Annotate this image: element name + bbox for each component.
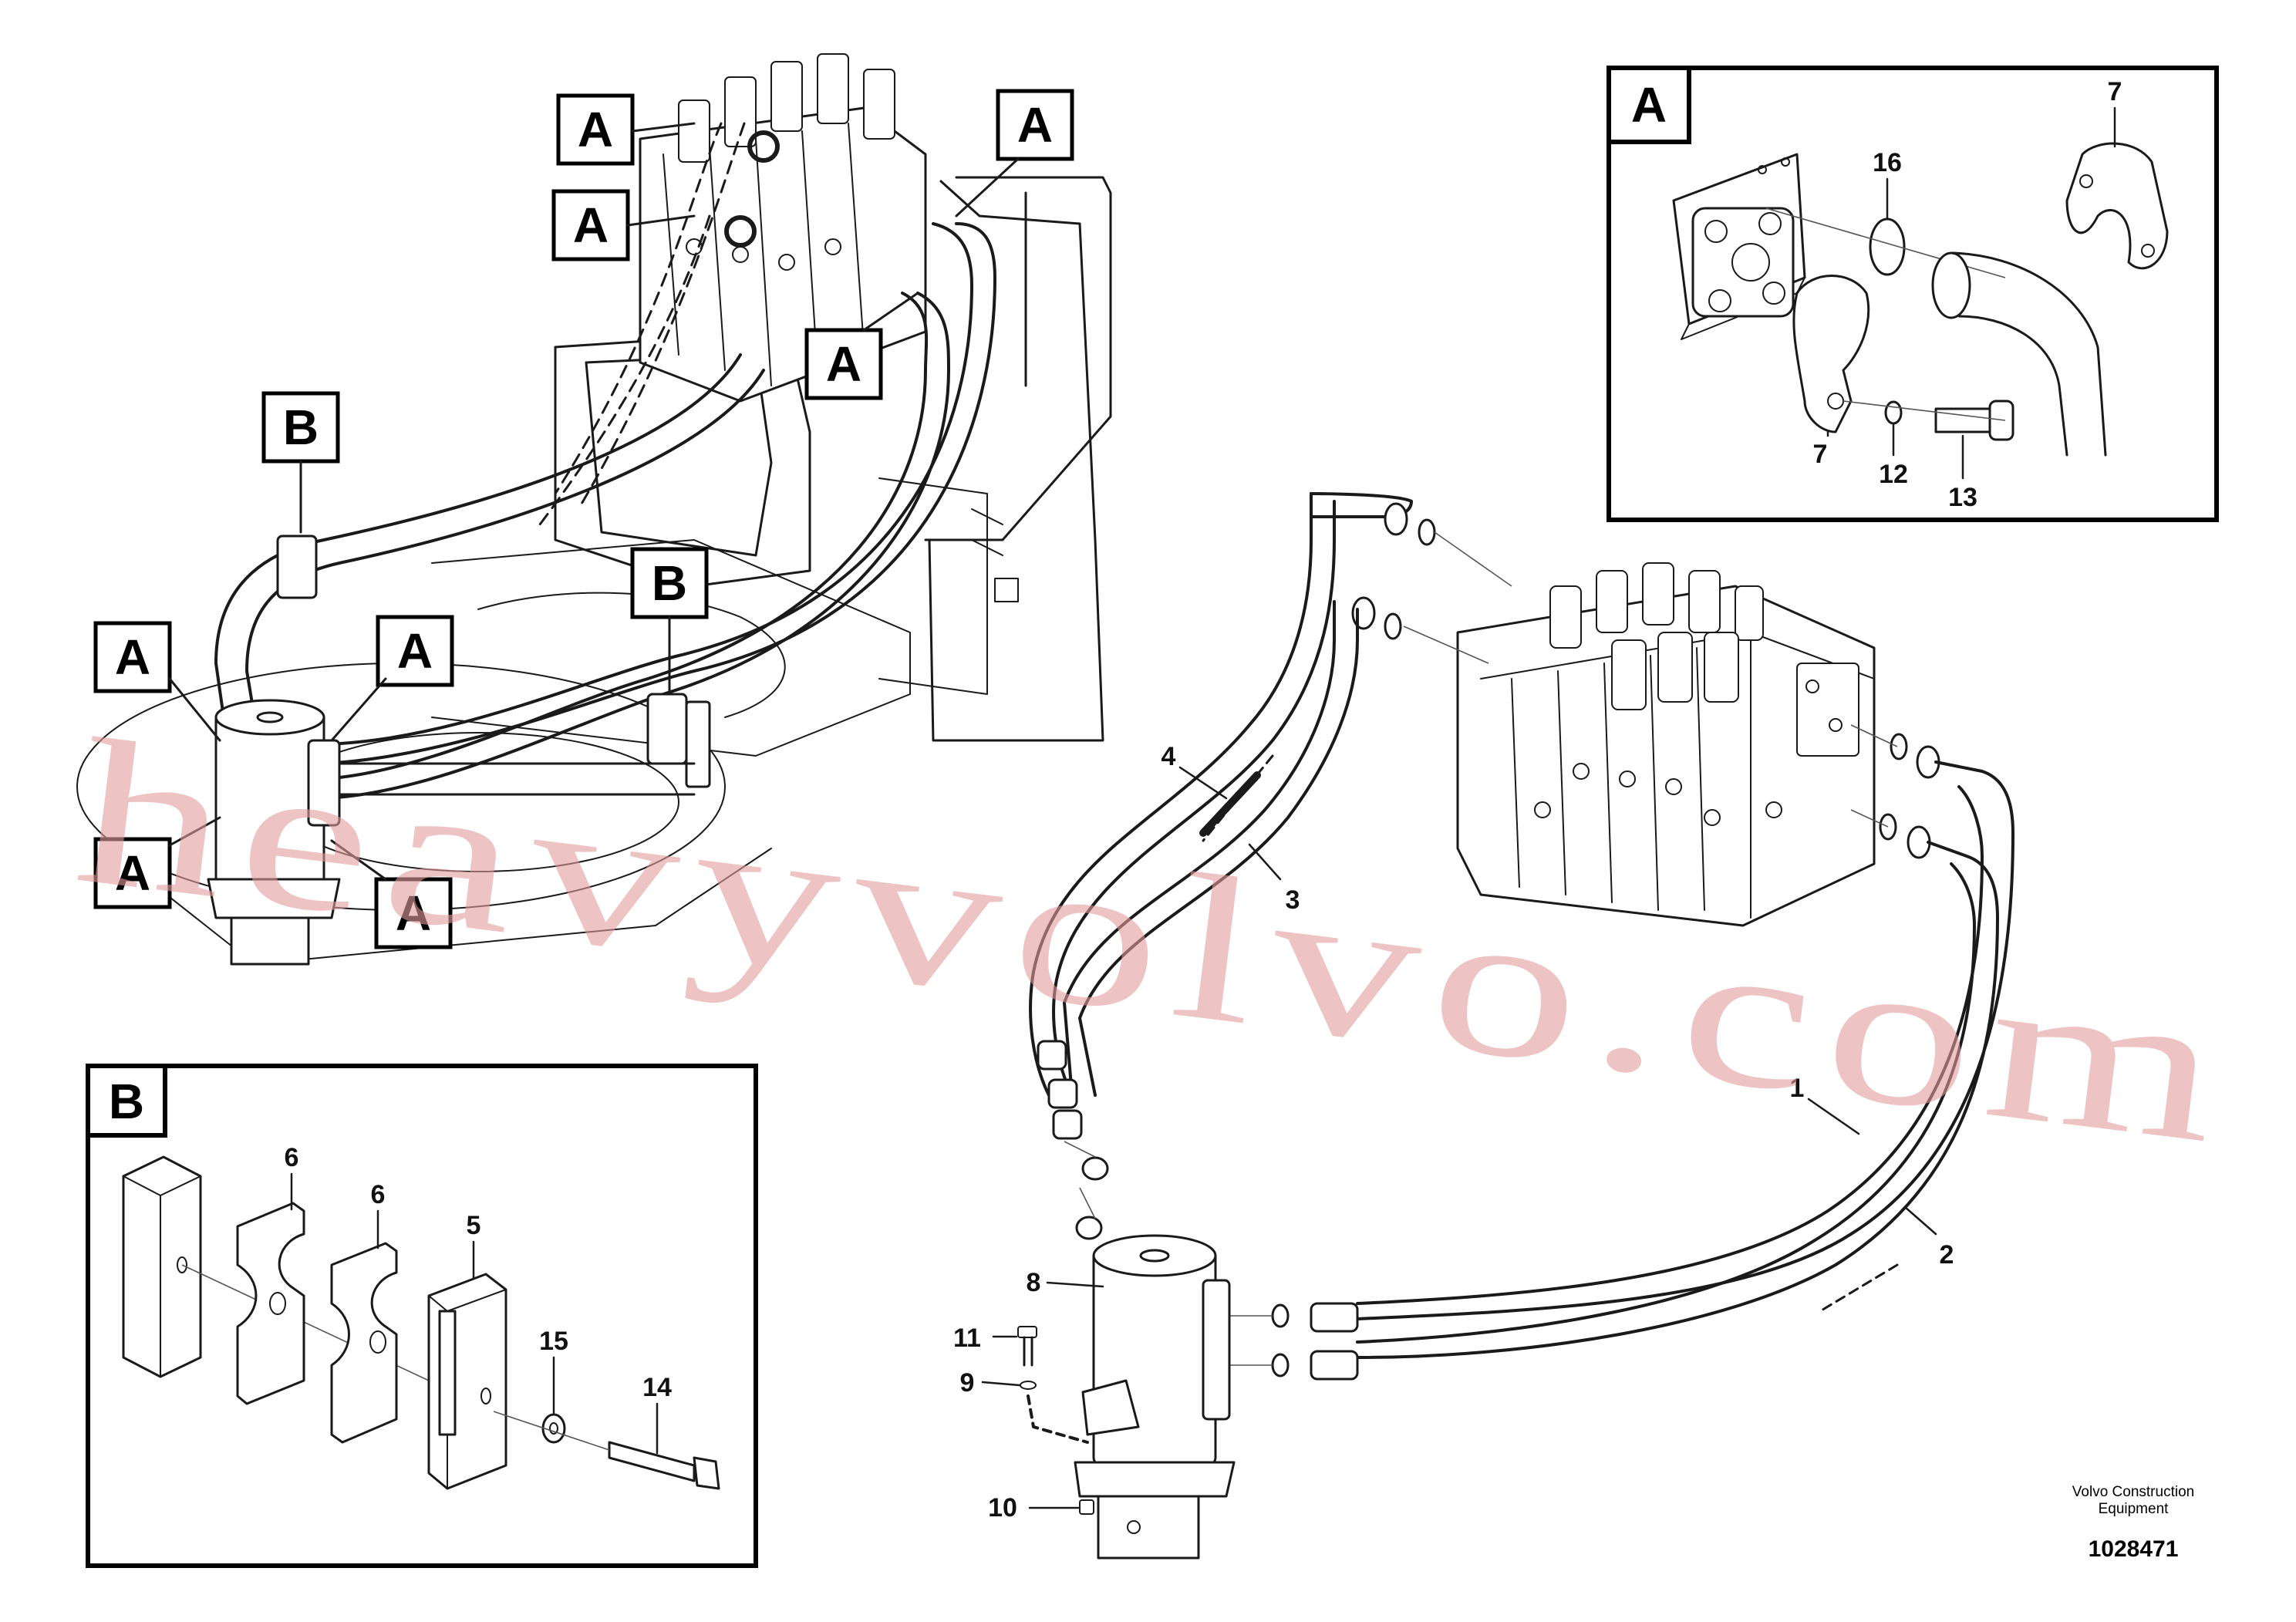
company-name-line2: Equipment bbox=[2099, 1501, 2170, 1517]
detail-a-panel: A 16 7 7 bbox=[1607, 66, 2219, 522]
callout-7-top: 7 bbox=[2108, 77, 2122, 106]
detail-b-panel: B 6 6 5 15 14 bbox=[86, 1064, 758, 1568]
callout-5: 5 bbox=[467, 1211, 481, 1240]
label-box-a-5: A bbox=[93, 621, 221, 742]
callout-3: 3 bbox=[1286, 885, 1300, 915]
callout-1: 1 bbox=[1790, 1074, 1805, 1103]
label-box-a-2: A bbox=[551, 189, 696, 261]
callout-11: 11 bbox=[953, 1324, 981, 1353]
callout-10: 10 bbox=[988, 1493, 1017, 1523]
callout-12: 12 bbox=[1879, 460, 1908, 489]
svg-text:B: B bbox=[283, 400, 319, 455]
svg-text:A: A bbox=[1017, 97, 1053, 153]
svg-text:A: A bbox=[573, 197, 609, 253]
svg-text:A: A bbox=[396, 885, 431, 941]
footer: Volvo Construction Equipment 1028471 bbox=[2072, 1484, 2194, 1562]
control-valve-exploded bbox=[1456, 562, 1876, 927]
callout-13: 13 bbox=[1948, 483, 1977, 512]
svg-text:A: A bbox=[115, 845, 150, 901]
callout-8: 8 bbox=[1027, 1268, 1041, 1297]
label-box-a-3: A bbox=[955, 89, 1074, 218]
label-box-a-4: A bbox=[804, 292, 919, 400]
svg-text:A: A bbox=[826, 336, 861, 392]
label-box-a-1: A bbox=[556, 93, 696, 166]
svg-text:B: B bbox=[652, 555, 687, 611]
callout-4: 4 bbox=[1161, 742, 1176, 771]
label-box-b-2: B bbox=[630, 547, 709, 696]
detail-b-label: B bbox=[109, 1074, 144, 1129]
detail-a-label: A bbox=[1631, 77, 1667, 133]
callout-6-second: 6 bbox=[371, 1180, 386, 1209]
swivel-joint-exploded bbox=[1074, 1234, 1236, 1560]
label-box-b-1: B bbox=[261, 391, 340, 534]
drawing-number: 1028471 bbox=[2089, 1536, 2179, 1562]
machine-frame-overview bbox=[76, 53, 1112, 966]
svg-text:A: A bbox=[397, 623, 433, 679]
overview-label-boxes: A A A A B B A bbox=[93, 89, 1074, 949]
label-box-a-8: A bbox=[330, 839, 453, 949]
callout-14: 14 bbox=[642, 1373, 672, 1402]
svg-text:A: A bbox=[115, 629, 150, 685]
callout-6-first: 6 bbox=[285, 1143, 299, 1172]
company-name-line1: Volvo Construction bbox=[2072, 1484, 2194, 1500]
callout-9: 9 bbox=[960, 1368, 975, 1398]
callout-2: 2 bbox=[1940, 1240, 1954, 1270]
control-valve-overview bbox=[639, 53, 927, 403]
label-box-a-6: A bbox=[330, 615, 454, 742]
callout-16: 16 bbox=[1873, 148, 1902, 177]
callout-15: 15 bbox=[539, 1327, 568, 1356]
callout-7-bottom: 7 bbox=[1813, 440, 1828, 469]
exploded-hose-view: 4 3 1 2 8 11 9 10 bbox=[953, 492, 2014, 1560]
swivel-joint-overview bbox=[207, 699, 696, 966]
label-box-a-7: A bbox=[93, 816, 221, 909]
svg-text:A: A bbox=[578, 102, 613, 157]
